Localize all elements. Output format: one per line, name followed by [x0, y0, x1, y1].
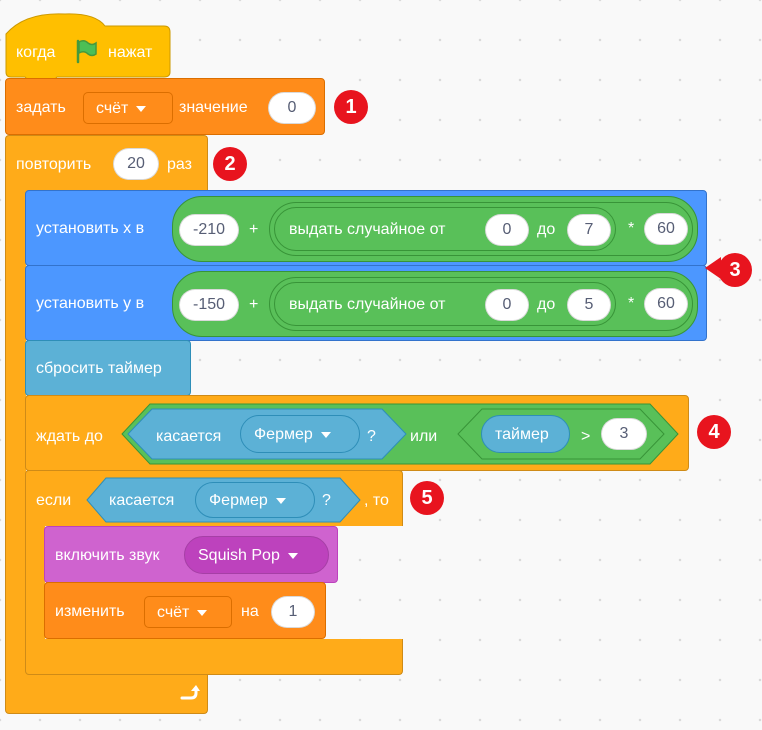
variable-name: счёт: [96, 100, 129, 117]
y-multiplier-input[interactable]: 60: [644, 288, 688, 320]
y-add-operator[interactable]: -150 + выдать случайное от 0 до 5 * 60: [172, 271, 698, 337]
or-label: или: [410, 428, 438, 445]
loop-arrow-icon: [178, 682, 200, 704]
if-sprite-dropdown[interactable]: Фермер: [195, 482, 315, 518]
plus-operator: +: [249, 296, 259, 313]
when-flag-clicked-block[interactable]: когда нажат: [5, 12, 171, 78]
x-add-operator[interactable]: -210 + выдать случайное от 0 до 7 * 60: [172, 196, 698, 262]
change-variable-block[interactable]: изменить счёт на 1: [44, 582, 326, 639]
if-footer: [25, 639, 403, 675]
repeat-count-input[interactable]: 20: [113, 148, 159, 180]
wait-until-block[interactable]: ждать до касается Фермер ? или таймер > …: [25, 395, 689, 471]
repeat-arm: [5, 190, 26, 670]
set-x-label: установить x в: [36, 220, 145, 237]
annotation-badge-1: 1: [334, 90, 368, 124]
plus-operator: +: [249, 221, 259, 238]
sprite-name: Фермер: [209, 492, 268, 509]
chevron-down-icon: [287, 552, 298, 559]
variable-name: счёт: [157, 604, 190, 621]
then-label: , то: [364, 492, 389, 509]
change-label: изменить: [55, 603, 125, 620]
touching-label: касается: [156, 428, 222, 445]
timer-label: таймер: [495, 426, 549, 443]
if-arm: [25, 525, 45, 641]
repeat-footer: [5, 668, 208, 714]
if-block[interactable]: если касается Фермер ? , то: [25, 470, 403, 526]
touching-sprite-dropdown[interactable]: Фермер: [240, 415, 360, 453]
change-value-input[interactable]: 1: [271, 596, 315, 628]
set-label: задать: [16, 99, 66, 116]
if-label: если: [36, 492, 72, 509]
value-label: значение: [179, 99, 248, 116]
x-random-from-input[interactable]: 0: [485, 214, 529, 246]
play-sound-label: включить звук: [55, 547, 160, 564]
set-x-block[interactable]: установить x в -210 + выдать случайное о…: [25, 190, 707, 266]
chevron-down-icon: [275, 497, 286, 504]
timer-compare-input[interactable]: 3: [601, 418, 647, 450]
x-multiplier-input[interactable]: 60: [644, 213, 688, 245]
set-y-label: установить у в: [36, 295, 145, 312]
annotation-badge-2: 2: [213, 147, 247, 181]
x-random-to-input[interactable]: 7: [567, 214, 611, 246]
touching-label: касается: [109, 492, 175, 509]
by-label: на: [241, 603, 259, 620]
x-random-operator[interactable]: выдать случайное от 0 до 7: [274, 207, 616, 251]
question-mark: ?: [367, 428, 376, 445]
chevron-down-icon: [136, 105, 147, 112]
sound-dropdown[interactable]: Squish Pop: [184, 536, 329, 574]
random-label: выдать случайное от: [289, 221, 446, 238]
y-random-to-input[interactable]: 5: [567, 289, 611, 321]
hat-clicked-label: нажат: [108, 44, 153, 61]
y-random-operator[interactable]: выдать случайное от 0 до 5: [274, 282, 616, 326]
reset-timer-label: сбросить таймер: [36, 360, 162, 377]
timer-reporter[interactable]: таймер: [481, 415, 570, 453]
set-y-block[interactable]: установить у в -150 + выдать случайное о…: [25, 265, 707, 341]
y-random-from-input[interactable]: 0: [485, 289, 529, 321]
y-base-input[interactable]: -150: [179, 289, 239, 321]
variable-dropdown[interactable]: счёт: [83, 92, 173, 124]
play-sound-block[interactable]: включить звук Squish Pop: [44, 526, 338, 583]
repeat-times-label: раз: [167, 156, 192, 173]
x-multiply-operator[interactable]: выдать случайное от 0 до 7 * 60: [269, 202, 693, 256]
sprite-name: Фермер: [254, 426, 313, 443]
greater-than-operator: >: [581, 428, 591, 445]
annotation-badge-3: 3: [718, 253, 752, 287]
y-multiply-operator[interactable]: выдать случайное от 0 до 5 * 60: [269, 277, 693, 331]
chevron-down-icon: [320, 431, 331, 438]
repeat-label: повторить: [16, 156, 92, 173]
variable-dropdown[interactable]: счёт: [144, 596, 232, 628]
hat-when-label: когда: [16, 44, 56, 61]
sound-name: Squish Pop: [198, 547, 280, 564]
chevron-down-icon: [197, 609, 208, 616]
multiply-operator: *: [628, 295, 635, 312]
question-mark: ?: [322, 492, 331, 509]
x-base-input[interactable]: -210: [179, 214, 239, 246]
reset-timer-block[interactable]: сбросить таймер: [25, 340, 191, 396]
wait-until-label: ждать до: [36, 428, 103, 445]
multiply-operator: *: [628, 220, 635, 237]
set-variable-block[interactable]: задать счёт значение 0: [5, 78, 325, 135]
annotation-badge-5: 5: [410, 481, 444, 515]
to-label: до: [537, 296, 556, 313]
green-flag-icon: [73, 38, 99, 64]
annotation-badge-4: 4: [697, 415, 731, 449]
badge-3-pointer: [705, 257, 721, 279]
random-label: выдать случайное от: [289, 296, 446, 313]
to-label: до: [537, 221, 556, 238]
repeat-block[interactable]: повторить 20 раз: [5, 135, 208, 191]
set-value-input[interactable]: 0: [268, 92, 316, 124]
